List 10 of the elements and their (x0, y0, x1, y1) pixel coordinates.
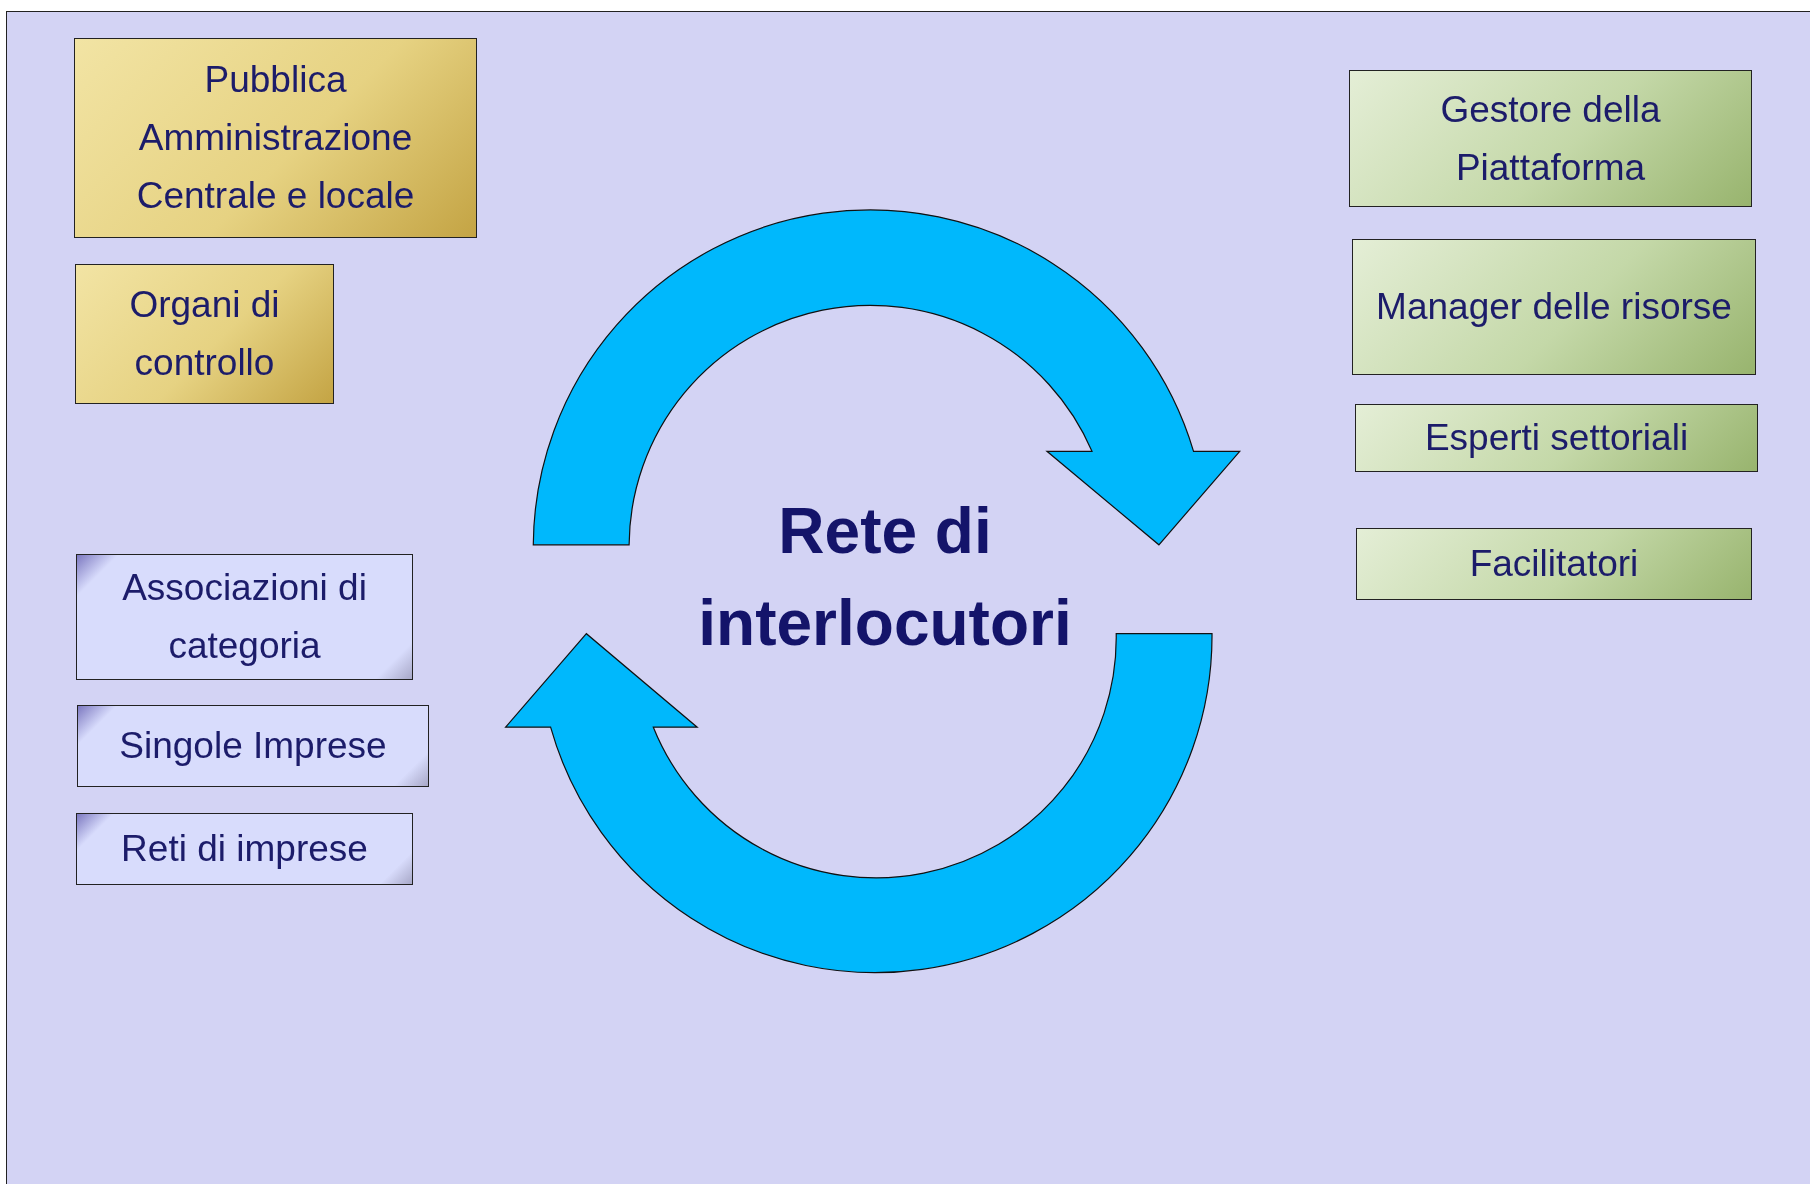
label-box: Gestore della Piattaforma (1349, 70, 1752, 207)
label-box: Singole Imprese (77, 705, 429, 787)
label-box: Associazioni di categoria (76, 554, 413, 680)
label-box: Esperti settoriali (1355, 404, 1758, 472)
label-box: Reti di imprese (76, 813, 413, 885)
label-box: Organi di controllo (75, 264, 334, 404)
label-box: Manager delle risorse (1352, 239, 1756, 375)
center-title: Rete di interlocutori (697, 494, 1073, 661)
label-box: Facilitatori (1356, 528, 1752, 600)
label-box: Pubblica Amministrazione Centrale e locale (74, 38, 477, 238)
